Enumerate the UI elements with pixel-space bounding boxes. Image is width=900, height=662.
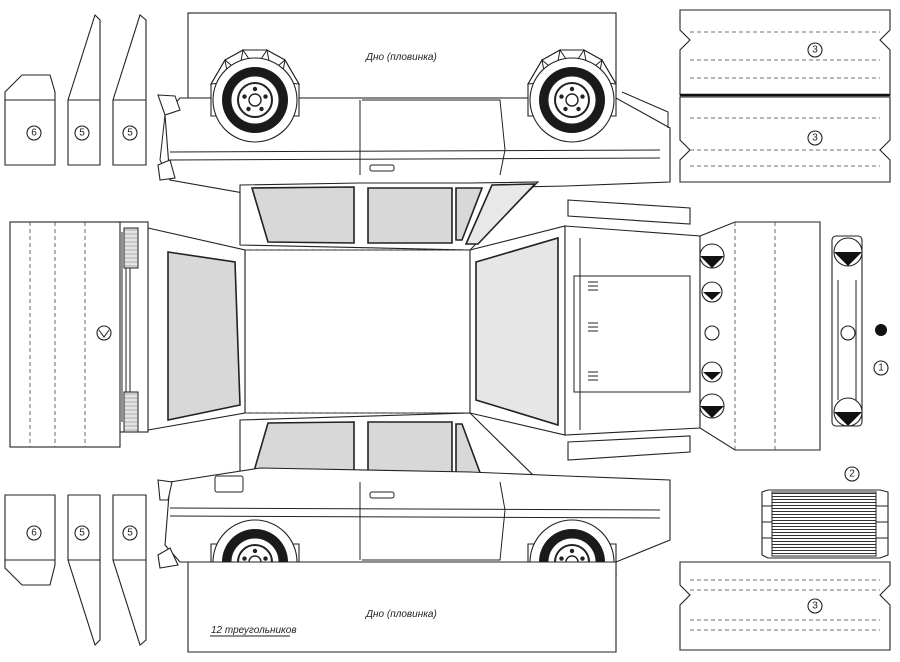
wheel-top-right <box>529 57 615 143</box>
piece-2: 2 <box>761 466 889 559</box>
part-5-top-b: 5 <box>127 128 133 139</box>
part-3-bottom: 3 <box>812 601 818 612</box>
bottom-label-top: Дно (пловинка) <box>365 52 437 63</box>
rear-panel <box>9 221 121 448</box>
front-grille-small <box>831 235 887 427</box>
hood <box>564 199 701 461</box>
pieces-top-left: 6 5 5 <box>4 13 147 166</box>
pieces-bottom-left: 6 5 5 <box>4 494 147 647</box>
part-1: 1 <box>878 363 884 374</box>
bottom-bottom-panel: Дно (пловинка) 12 треугольников <box>187 561 617 653</box>
part-5-bottom-b: 5 <box>127 528 133 539</box>
part-3-top-a: 3 <box>812 45 818 56</box>
bottom-windows <box>239 412 540 481</box>
top-windows <box>239 181 540 251</box>
triangles-note: 12 треугольников <box>211 625 297 636</box>
roof-panel <box>244 249 471 414</box>
part-5-bottom-a: 5 <box>79 528 85 539</box>
piece-3-bottom: 3 <box>679 561 891 651</box>
dot-marker <box>875 324 887 336</box>
part-6-bottom: 6 <box>31 528 37 539</box>
front-grille-main <box>699 221 821 451</box>
part-3-top-b: 3 <box>812 133 818 144</box>
piece-3-top: 3 3 <box>679 9 891 183</box>
wheel-top-left <box>212 57 298 143</box>
rear-hatch <box>117 221 246 433</box>
part-5-top-a: 5 <box>79 128 85 139</box>
windshield <box>469 225 566 436</box>
bottom-label-bottom: Дно (пловинка) <box>365 609 437 620</box>
part-2: 2 <box>849 469 855 480</box>
part-6-top: 6 <box>31 128 37 139</box>
